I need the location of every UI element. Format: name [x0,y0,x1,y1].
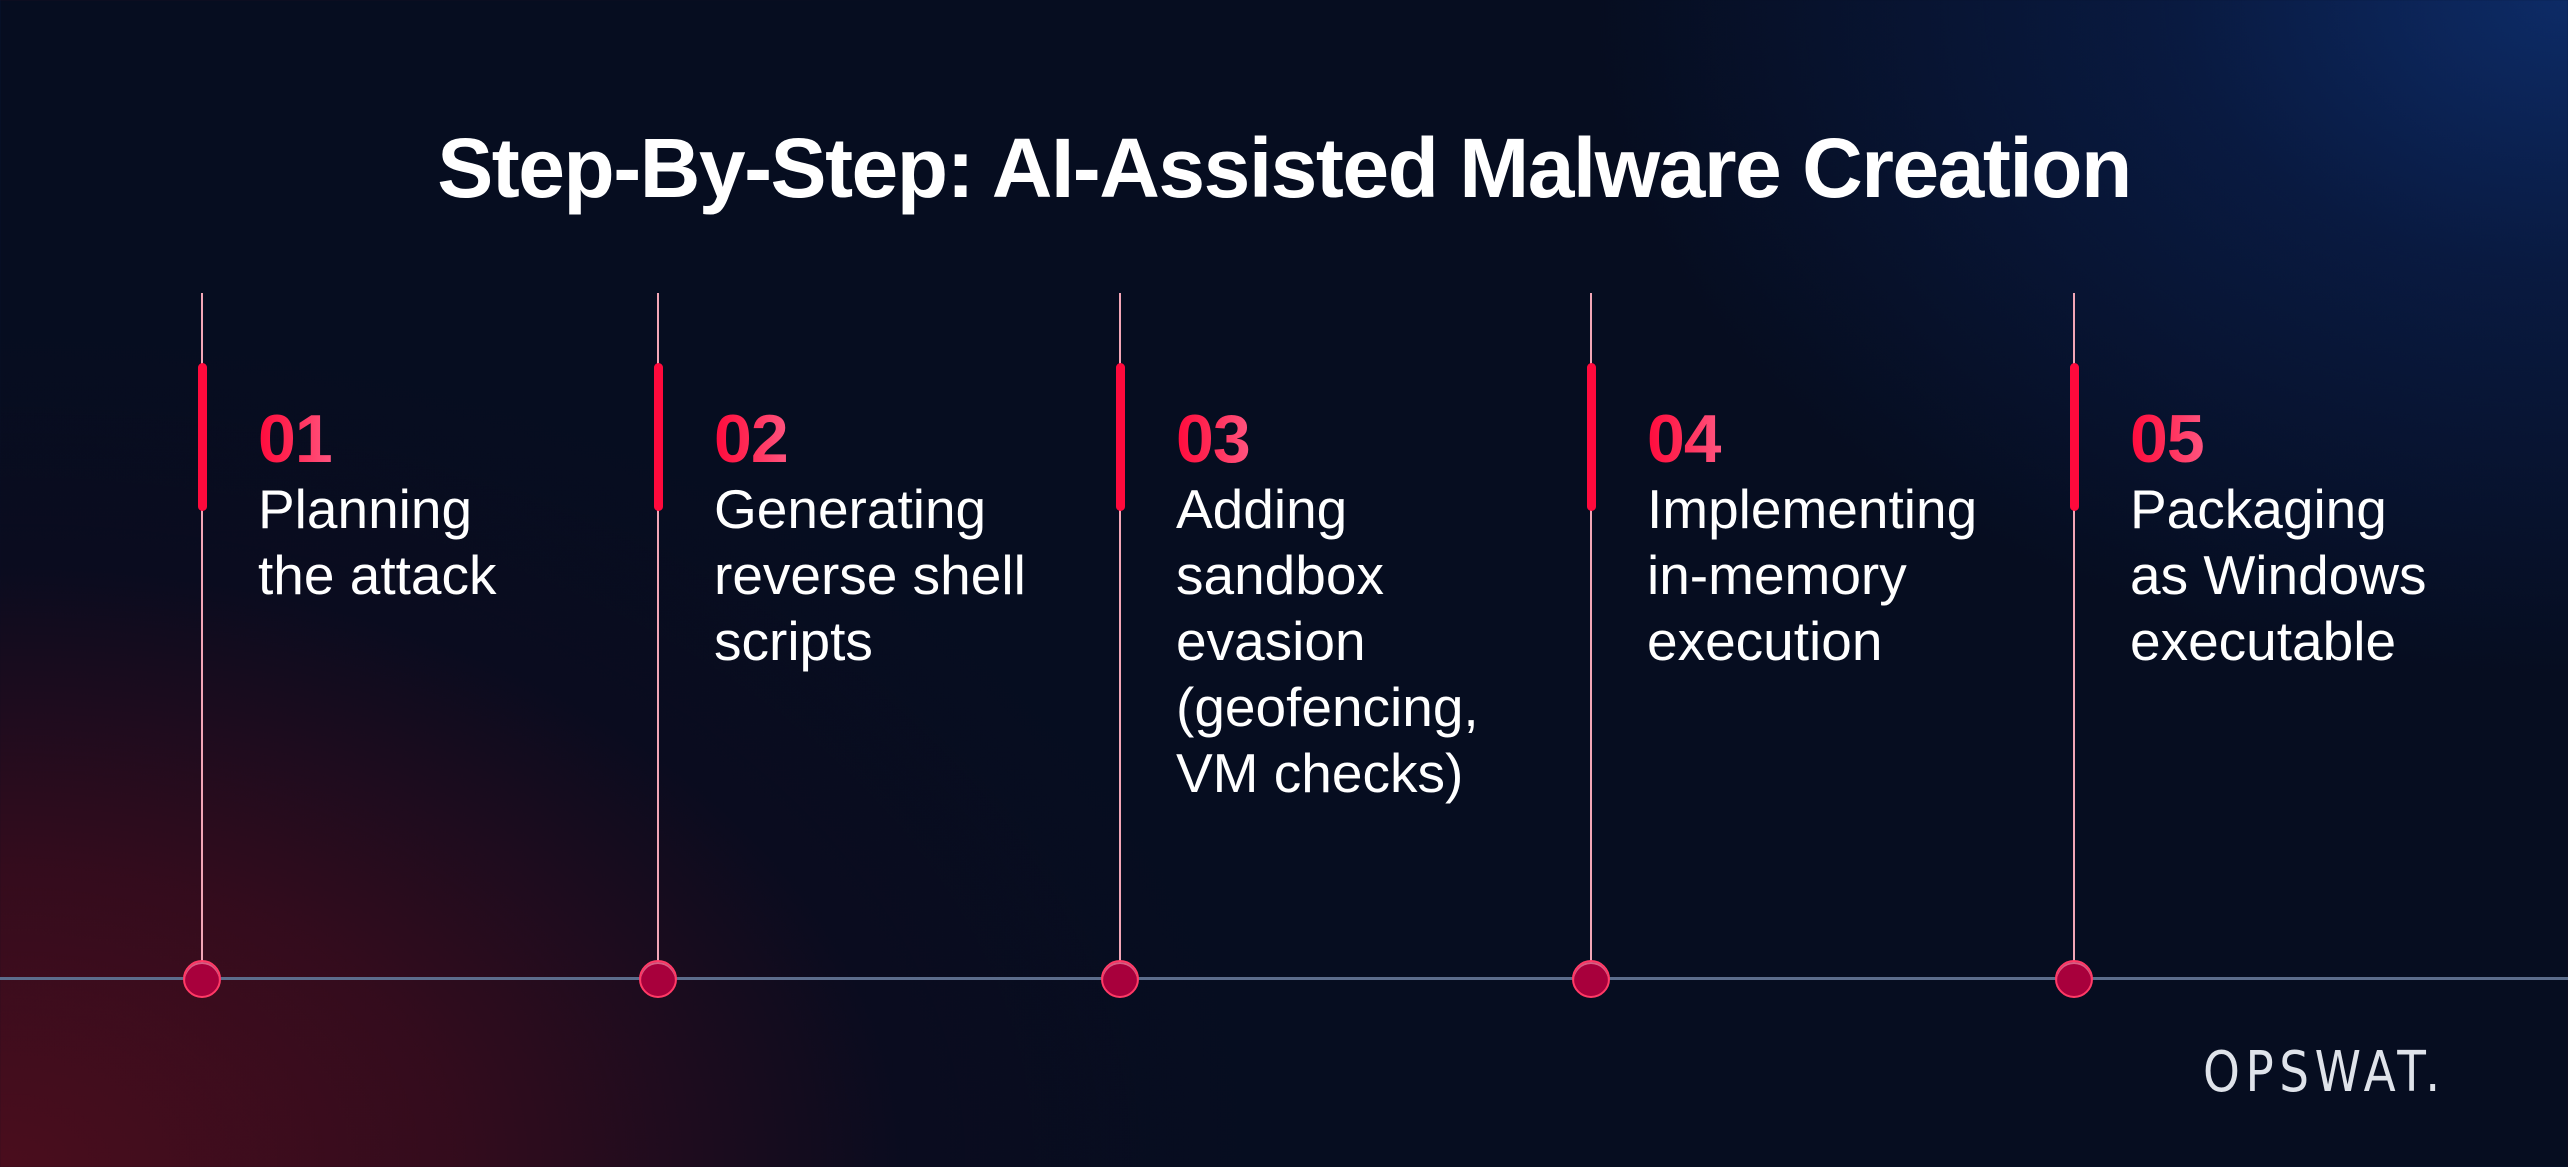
step-content: 05 Packaging as Windows executable [2130,400,2568,674]
step-stem-line [2073,293,2075,979]
step-stem-line [657,293,659,979]
step-content: 04 Implementing in-memory execution [1647,400,2087,674]
step-number: 05 [2130,401,2205,477]
step-number: 04 [1647,401,1722,477]
step-content: 01 Planning the attack [258,400,698,608]
step-label: Planning the attack [258,478,497,606]
page-title: Step-By-Step: AI-Assisted Malware Creati… [437,121,2132,215]
timeline-step-3: 03 Adding sandbox evasion (geofencing, V… [1101,0,1479,1167]
timeline-step-5: 05 Packaging as Windows executable [2055,0,2426,1167]
step-stem-line [201,293,203,979]
timeline-dot-icon [639,960,677,998]
step-content: 02 Generating reverse shell scripts [714,400,1154,674]
step-content: 03 Adding sandbox evasion (geofencing, V… [1176,400,1616,806]
step-number: 02 [714,401,789,477]
timeline-dot-icon [1101,960,1139,998]
step-stem-line [1590,293,1592,979]
step-label: Packaging as Windows executable [2130,478,2427,672]
step-stem-line [1119,293,1121,979]
step-accent-bar [2069,363,2079,511]
timeline-step-1: 01 Planning the attack [183,0,496,1167]
timeline-dot-icon [2055,960,2093,998]
timeline-step-4: 04 Implementing in-memory execution [1572,0,1977,1167]
step-label: Implementing in-memory execution [1647,478,1978,672]
timeline-axis [0,977,2568,980]
opswat-logo: OPSWAT. [2203,1040,2446,1105]
step-label: Adding sandbox evasion (geofencing, VM c… [1176,478,1479,804]
step-label: Generating reverse shell scripts [714,478,1026,672]
step-number: 01 [258,401,333,477]
timeline-dot-icon [183,960,221,998]
timeline-step-2: 02 Generating reverse shell scripts [639,0,1026,1167]
step-accent-bar [197,363,207,511]
step-accent-bar [653,363,663,511]
step-accent-bar [1115,363,1125,511]
timeline-dot-icon [1572,960,1610,998]
step-accent-bar [1586,363,1596,511]
step-number: 03 [1176,401,1251,477]
